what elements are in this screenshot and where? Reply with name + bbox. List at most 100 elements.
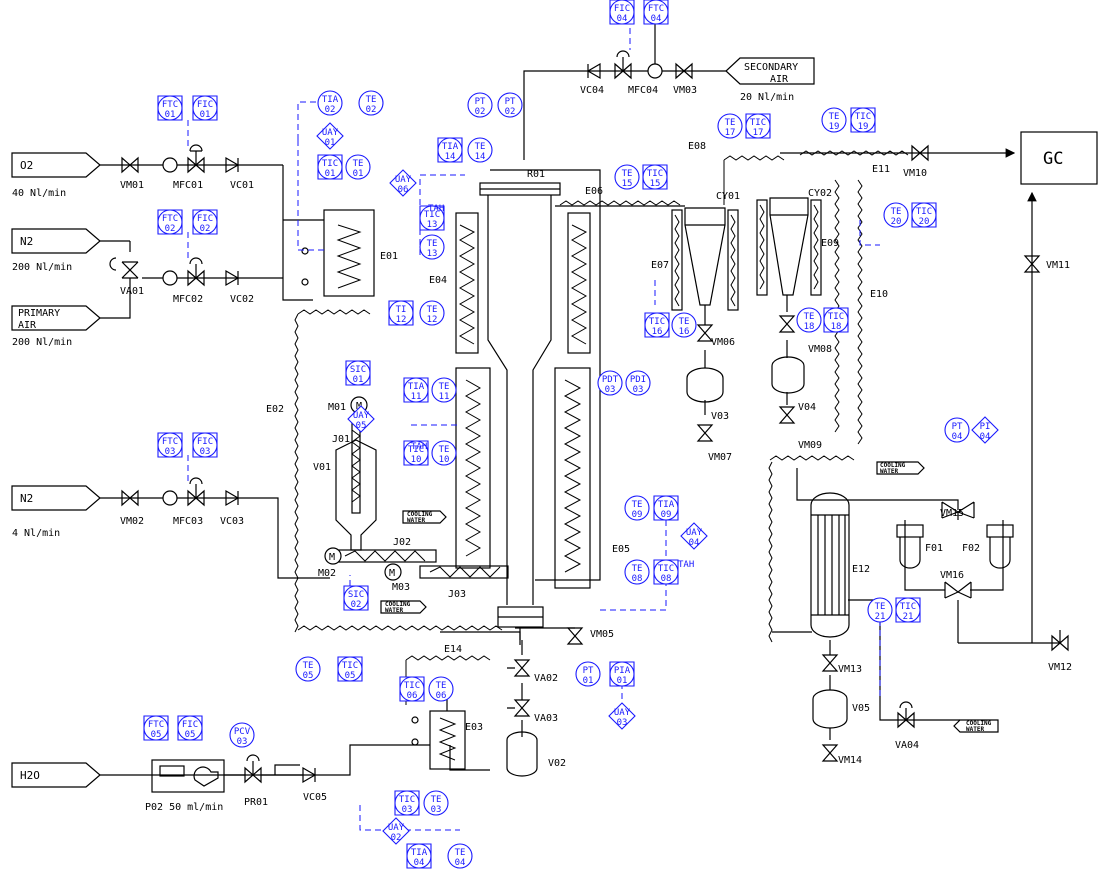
svg-text:03: 03 [605, 385, 616, 395]
vc02-label: VC02 [230, 294, 254, 305]
vm02-label: VM02 [120, 516, 144, 527]
svg-text:COOLING: COOLING [880, 462, 906, 469]
v04-label: V04 [798, 402, 816, 413]
e14-label: E14 [444, 644, 462, 655]
vc01-label: VC01 [230, 180, 254, 191]
svg-text:TE: TE [725, 118, 736, 128]
svg-text:06: 06 [398, 185, 409, 195]
m02-motor [324, 547, 342, 565]
e12-label: E12 [852, 564, 870, 575]
vm12-label: VM12 [1048, 662, 1072, 673]
svg-text:TIC: TIC [900, 602, 916, 612]
svg-text:TE: TE [353, 159, 364, 169]
svg-text:10: 10 [411, 455, 422, 465]
p02-pump [151, 759, 225, 793]
vm08-label: VM08 [808, 344, 832, 355]
e02-label: E02 [266, 404, 284, 415]
svg-text:05: 05 [151, 730, 162, 740]
svg-text:03: 03 [237, 737, 248, 747]
svg-text:03: 03 [431, 805, 442, 815]
svg-text:PDI: PDI [630, 375, 646, 385]
svg-text:05: 05 [303, 671, 314, 681]
svg-text:TE: TE [436, 681, 447, 691]
vm11-label: VM11 [1046, 260, 1070, 271]
mfc04-label: MFC04 [628, 85, 658, 96]
cooling-water-tag: COOLING WATER [876, 461, 925, 475]
svg-text:11: 11 [439, 392, 450, 402]
e07-label: E07 [651, 260, 669, 271]
svg-text:TE: TE [431, 795, 442, 805]
e01-heater [323, 209, 375, 297]
svg-text:TIC: TIC [828, 312, 844, 322]
r01-label: R01 [527, 169, 545, 180]
svg-text:PT: PT [475, 97, 486, 107]
svg-text:FIC: FIC [182, 720, 198, 730]
svg-text:05: 05 [356, 421, 367, 431]
e01-label: E01 [380, 251, 398, 262]
secondary-air-label-2: AIR [770, 74, 789, 85]
svg-text:18: 18 [831, 322, 842, 332]
h2o-feed: H2O [11, 762, 101, 788]
svg-text:TE: TE [622, 169, 633, 179]
svg-text:03: 03 [617, 718, 628, 728]
tah-label-3: TAH [678, 560, 694, 570]
svg-text:FTC: FTC [162, 214, 178, 224]
svg-text:02: 02 [505, 107, 516, 117]
vm07-label: VM07 [708, 452, 732, 463]
svg-text:TE: TE [303, 661, 314, 671]
j01-label: J01 [332, 434, 350, 445]
svg-text:12: 12 [427, 315, 438, 325]
svg-text:01: 01 [325, 169, 336, 179]
svg-text:16: 16 [652, 327, 663, 337]
vm03-label: VM03 [673, 85, 697, 96]
svg-text:09: 09 [632, 510, 643, 520]
v02-vessel [506, 731, 538, 777]
svg-text:PT: PT [583, 666, 594, 676]
svg-text:12: 12 [396, 315, 407, 325]
svg-text:UAY: UAY [353, 411, 370, 421]
e06-label: E06 [585, 186, 603, 197]
valves: VM01 MFC01 VC01 VA01 MFC02 VC02 VM02 MFC… [109, 50, 1072, 808]
equipment: E01 E02 R01 E04 E05 E06 [145, 141, 1014, 813]
svg-text:05: 05 [185, 730, 196, 740]
e11-label: E11 [872, 164, 890, 175]
n2b-feed: N2 4 Nl/min [11, 485, 101, 539]
gc-analyzer: GC [1020, 131, 1098, 185]
svg-text:PT: PT [952, 422, 963, 432]
mfc01-label: MFC01 [173, 180, 203, 191]
svg-text:21: 21 [903, 612, 914, 622]
n2b-flow-label: 4 Nl/min [12, 528, 60, 539]
secondary-air-label-1: SECONDARY [744, 62, 798, 73]
svg-text:01: 01 [165, 110, 176, 120]
svg-text:17: 17 [753, 128, 764, 138]
svg-text:TIA: TIA [442, 142, 459, 152]
svg-text:10: 10 [439, 455, 450, 465]
vm13-label: VM13 [838, 664, 862, 675]
